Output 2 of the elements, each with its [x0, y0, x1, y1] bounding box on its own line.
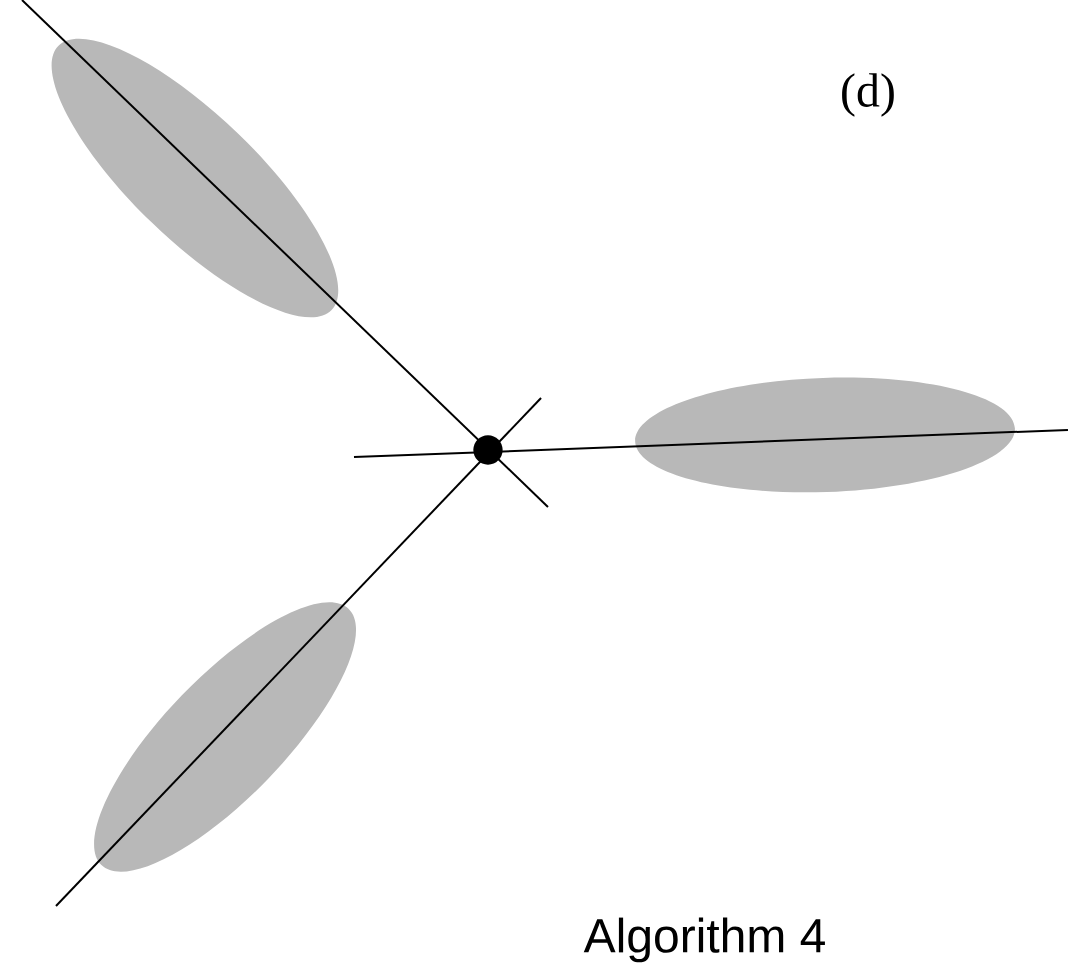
- caption-text: Algorithm 4: [583, 917, 825, 963]
- panel-label: (d): [842, 73, 894, 117]
